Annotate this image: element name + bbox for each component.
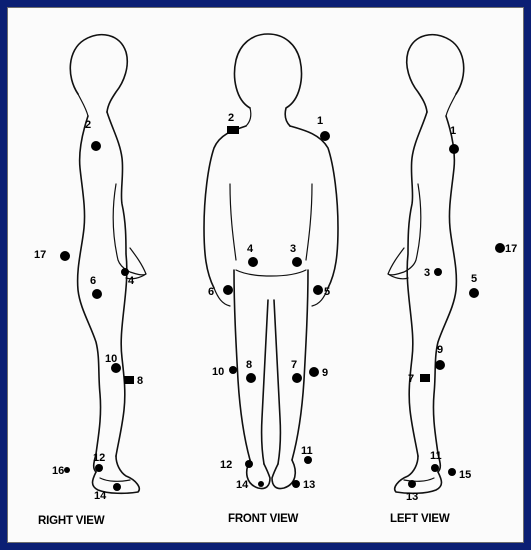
marker-number: 16 (52, 465, 64, 477)
body-diagram-panel: 2 17 6 4 10 8 12 16 14 2 1 4 3 6 5 10 8 … (7, 7, 524, 543)
marker-number: 5 (324, 286, 330, 298)
marker-number: 3 (290, 243, 296, 255)
marker-number: 6 (208, 286, 214, 298)
marker-dot (313, 285, 323, 295)
marker-dot (434, 268, 442, 276)
marker-number: 9 (322, 367, 328, 379)
marker-dot (292, 373, 302, 383)
marker-dot (309, 367, 319, 377)
marker-number: 15 (459, 469, 471, 481)
marker-dot (95, 464, 103, 472)
marker-dot (229, 366, 237, 374)
marker-dot (92, 289, 102, 299)
marker-dot (448, 468, 456, 476)
marker-dot (292, 480, 300, 488)
marker-dot (435, 360, 445, 370)
marker-dash (420, 374, 430, 382)
marker-number: 7 (408, 373, 414, 385)
body-diagram: 2 17 6 4 10 8 12 16 14 2 1 4 3 6 5 10 8 … (8, 8, 525, 544)
view-label-right: RIGHT VIEW (38, 515, 105, 527)
marker-number: 13 (303, 479, 315, 491)
marker-dot (60, 251, 70, 261)
marker-number: 13 (406, 491, 418, 503)
view-label-left: LEFT VIEW (390, 513, 450, 525)
marker-number: 5 (471, 273, 477, 285)
marker-dot (246, 373, 256, 383)
marker-number: 17 (505, 243, 517, 255)
left-view-markers (408, 144, 505, 488)
marker-number: 2 (228, 112, 234, 124)
marker-number: 8 (246, 359, 252, 371)
marker-number: 10 (212, 366, 224, 378)
marker-dot (245, 460, 253, 468)
marker-dot (248, 257, 258, 267)
marker-number: 4 (247, 243, 254, 255)
marker-dot (320, 131, 330, 141)
marker-dot (223, 285, 233, 295)
marker-number: 14 (236, 479, 249, 491)
front-view-markers (223, 126, 330, 488)
marker-number: 11 (301, 445, 313, 457)
left-view-numbers: 1 17 3 5 9 7 11 15 13 (406, 125, 517, 503)
marker-number: 12 (220, 459, 232, 471)
right-view-figure (70, 35, 146, 494)
left-view-figure (388, 35, 464, 494)
marker-number: 7 (291, 359, 297, 371)
marker-dot (449, 144, 459, 154)
marker-number: 8 (137, 375, 143, 387)
marker-dot (64, 467, 70, 473)
marker-dash (124, 376, 134, 384)
marker-dot (304, 456, 312, 464)
front-view-figure (204, 34, 338, 489)
marker-number: 1 (450, 125, 456, 137)
marker-number: 1 (317, 115, 323, 127)
marker-number: 3 (424, 267, 430, 279)
marker-number: 12 (93, 452, 105, 464)
marker-number: 9 (437, 344, 443, 356)
marker-dot (469, 288, 479, 298)
marker-number: 6 (90, 275, 96, 287)
view-label-front: FRONT VIEW (228, 513, 299, 525)
marker-number: 10 (105, 353, 117, 365)
marker-number: 14 (94, 490, 107, 502)
marker-dot (113, 483, 121, 491)
marker-dot (258, 481, 264, 487)
marker-dot (408, 480, 416, 488)
right-view-numbers: 2 17 6 4 10 8 12 16 14 (34, 119, 143, 502)
marker-number: 4 (128, 275, 135, 287)
marker-number: 2 (85, 119, 91, 131)
marker-number: 17 (34, 249, 46, 261)
marker-number: 11 (430, 450, 442, 462)
marker-dash (227, 126, 239, 134)
marker-dot (495, 243, 505, 253)
front-view-numbers: 2 1 4 3 6 5 10 8 7 9 12 11 14 13 (208, 112, 330, 491)
marker-dot (292, 257, 302, 267)
marker-dot (91, 141, 101, 151)
marker-dot (431, 464, 439, 472)
